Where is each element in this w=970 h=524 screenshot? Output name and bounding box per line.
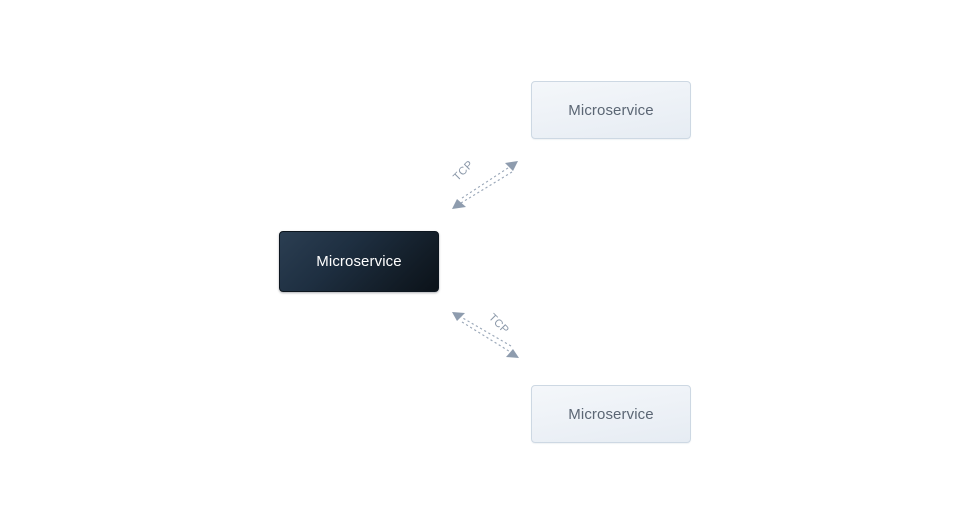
node-microservice-bottom[interactable]: Microservice [531,385,691,443]
edge-label-tcp-top: TCP [451,158,477,184]
node-label: Microservice [316,253,402,270]
node-microservice-primary[interactable]: Microservice [279,231,439,292]
edge-label-tcp-bottom: TCP [486,311,512,337]
node-label: Microservice [568,405,654,423]
node-label: Microservice [568,101,654,119]
node-microservice-top[interactable]: Microservice [531,81,691,139]
